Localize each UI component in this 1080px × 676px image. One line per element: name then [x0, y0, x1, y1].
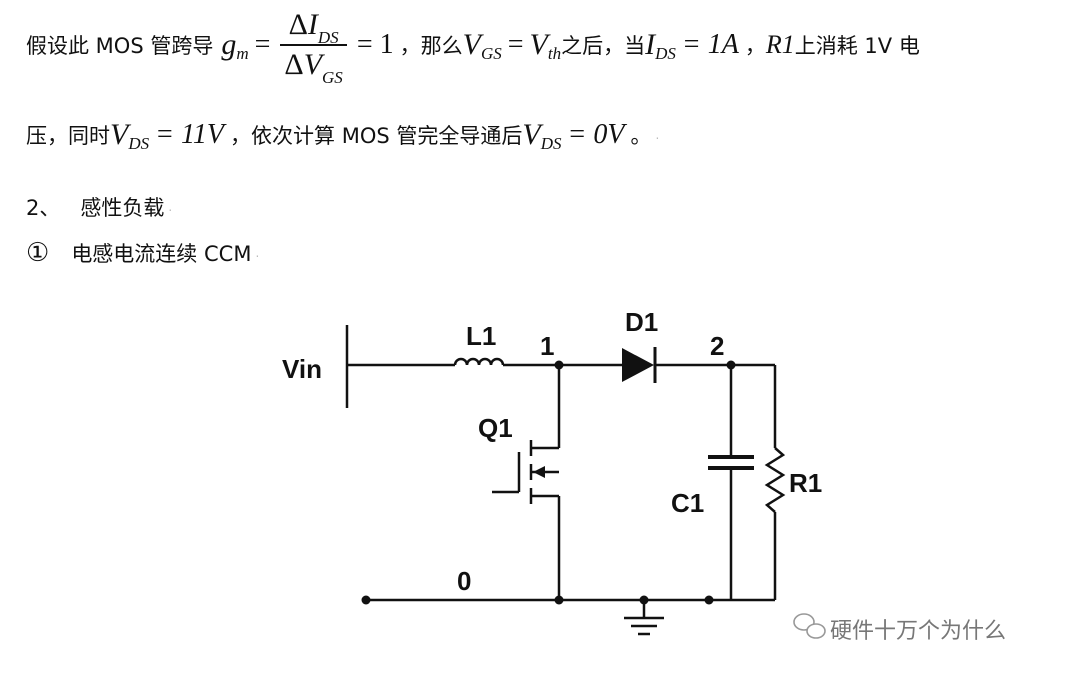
text-segment: ，依次计算 MOS 管完全导通后: [230, 124, 523, 148]
r1-symbol: R1: [765, 30, 795, 59]
delta-symbol: Δ: [288, 8, 308, 41]
junction-dot: [361, 595, 371, 605]
wechat-icon: [793, 613, 826, 639]
paragraph-mark: .: [655, 128, 660, 142]
voltage-symbol: V: [303, 48, 323, 81]
heading-text: 电感电流连续 CCM: [71, 242, 252, 266]
voltage-subscript: GS: [322, 68, 343, 87]
junction-dot: [726, 360, 736, 370]
vds-value: = 11V: [155, 119, 225, 150]
diode-d1: [622, 348, 654, 382]
vgs-symbol: V: [462, 28, 481, 61]
heading-text: 感性负载: [80, 196, 165, 220]
equals-sign: =: [254, 29, 271, 60]
node2-label: 2: [710, 331, 724, 361]
node1-label: 1: [540, 331, 554, 361]
vds-value: = 0V: [567, 119, 625, 150]
fraction-bar: [280, 44, 347, 46]
l1-label: L1: [466, 321, 496, 351]
text-segment: ，: [744, 34, 766, 58]
text-segment: 假设此 MOS 管跨导: [26, 34, 214, 58]
paragraph-mark: .: [255, 246, 260, 260]
inductor-l1: [453, 357, 505, 366]
watermark-text: 硬件十万个为什么: [830, 619, 1006, 644]
paragraph-mark: .: [168, 200, 173, 214]
vds-symbol: V: [110, 118, 129, 151]
current-subscript: DS: [317, 28, 339, 47]
section-heading: 2、 感性负载 .: [26, 192, 172, 222]
subsection-heading: ① 电感电流连续 CCM .: [26, 238, 259, 268]
heading-number: 2、: [26, 196, 61, 220]
junction-dot: [639, 595, 649, 605]
vth-subscript: th: [547, 44, 562, 63]
delta-symbol: Δ: [284, 48, 304, 81]
current-symbol: I: [307, 8, 318, 41]
ids-subscript: DS: [655, 44, 676, 63]
c1-label: C1: [671, 488, 704, 518]
vth-symbol: V: [529, 28, 548, 61]
text-segment: 。: [630, 124, 652, 148]
r1-label: R1: [789, 468, 822, 498]
q1-label: Q1: [478, 413, 513, 443]
text-segment: 压，同时: [26, 124, 110, 148]
text-segment: ，那么: [399, 34, 463, 58]
gm-subscript: m: [236, 44, 249, 63]
mosfet-arrow: [533, 466, 545, 478]
equals-sign: =: [507, 29, 524, 60]
heading-number: ①: [26, 238, 50, 268]
junction-dot: [704, 595, 714, 605]
text-segment: 上消耗 1V 电: [794, 34, 920, 58]
vgs-subscript: GS: [480, 44, 502, 63]
d1-label: D1: [625, 307, 658, 337]
text-segment: 之后，当: [561, 34, 646, 58]
junction-dot: [554, 360, 564, 370]
ids-value: = 1A: [681, 29, 739, 60]
equals-one: = 1: [356, 29, 394, 60]
vds-subscript: DS: [128, 134, 150, 153]
gm-symbol: g: [221, 28, 237, 61]
ids-symbol: I: [645, 28, 656, 61]
junction-dot: [554, 595, 564, 605]
resistor-r1: [764, 447, 786, 513]
vds-symbol: V: [522, 118, 541, 151]
vds-subscript: DS: [540, 134, 562, 153]
node0-label: 0: [457, 566, 471, 596]
vin-label: Vin: [282, 354, 322, 384]
